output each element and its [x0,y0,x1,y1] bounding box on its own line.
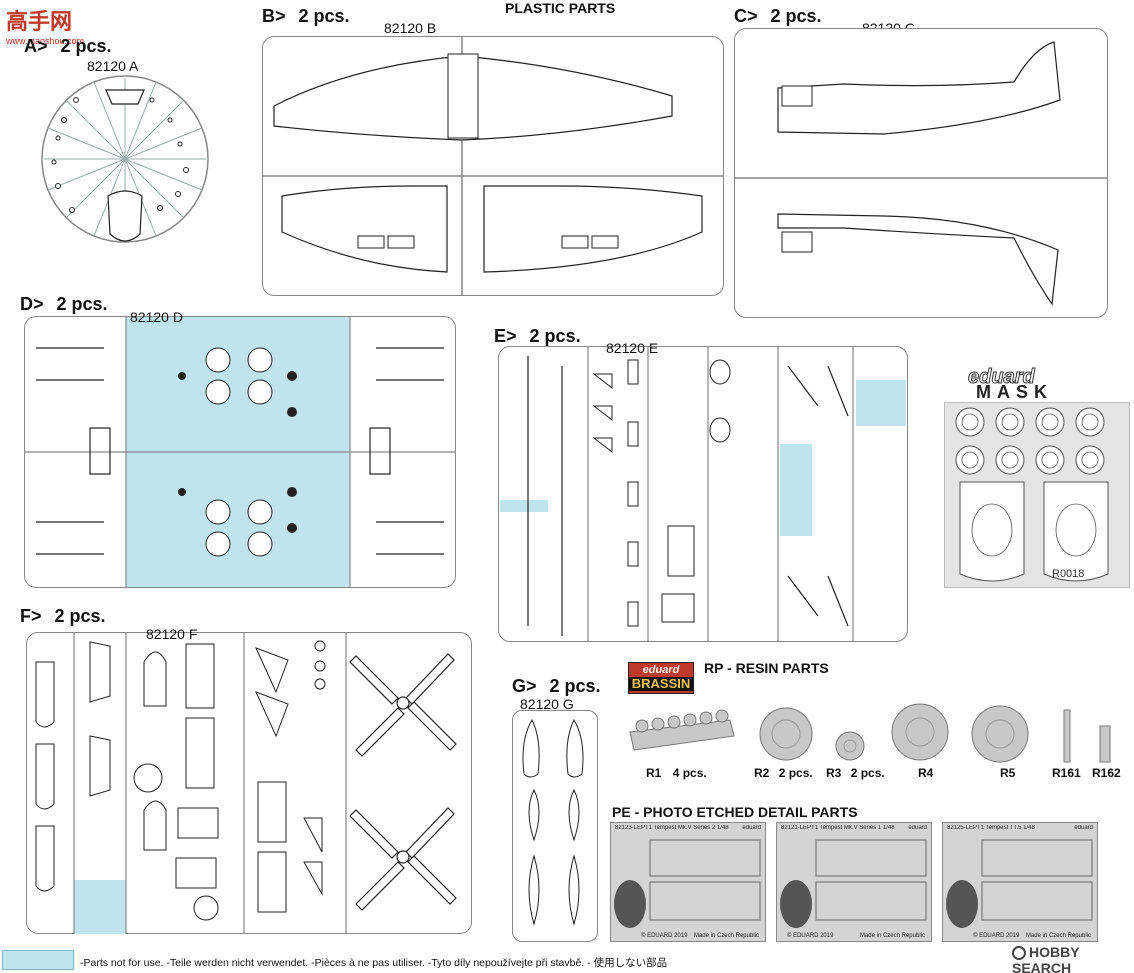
legend-text: -Parts not for use. -Teile werden nicht … [80,957,668,969]
sprue-c-label: C> 2 pcs. [734,6,822,27]
sprue-a-drawing [41,75,209,243]
sprue-d-code: 82120 D [130,309,183,325]
pe-fret-2-footer-right: Made in Czech Republic [859,933,925,939]
mask-title: MASK [976,382,1053,402]
watermark-logo: 高手网 www.maoshou.com [6,4,84,46]
sprue-e-drawing [527,346,854,642]
resin-r4: R4 [918,766,934,780]
mask-brand: eduard [968,366,1036,389]
sprue-d-letter: D> [20,294,44,314]
resin-r5: R5 [1000,766,1016,780]
pe-fret-2-footer-left: © EDUARD 2019 [787,933,834,939]
pe-fret-2-title: 82121-LEPT1 Tempest Mk.V Series 1 1/48 e… [781,825,927,831]
resin-r161: R161 [1052,766,1081,780]
pe-fret-1-brand: eduard [742,825,761,831]
pe-fret-3-brand: eduard [1074,825,1093,831]
footer-brand-text: HOBBY SEARCH [1012,944,1080,973]
sprue-e-unused-highlight-1 [780,444,812,536]
pe-frets-detail [614,839,1093,928]
resin-r162: R162 [1092,766,1121,780]
sprue-c-drawing [734,41,1108,306]
sprue-d-drawing [24,316,456,588]
sprue-e-label: E> 2 pcs. [494,326,581,347]
pe-fret-3-footer-right: Made in Czech Republic [1025,933,1091,939]
sprue-f-letter: F> [20,606,42,626]
sprue-g-drawing [522,718,584,926]
sprue-b-code: 82120 B [384,20,437,36]
mask-drawing [955,407,1109,582]
resin-r3-id: R3 [826,766,842,780]
resin-r1-id: R1 [646,766,662,780]
pe-fret-3-footer-left: © EDUARD 2019 [973,933,1020,939]
sprue-b-label: B> 2 pcs. [262,6,350,27]
resin-r2: R2 2 pcs. [754,766,813,780]
sprue-a-label: A> 2 pcs. [24,36,112,57]
mask-code: R0018 [1052,568,1085,580]
resin-r3-qty: 2 pcs. [850,766,885,780]
sprue-c-qty: 2 pcs. [770,6,822,26]
sprue-e-unused-highlight-3 [500,500,548,512]
pe-fret-1-title-text: 82123-LEPT1 Tempest Mk.V Series 2 1/48 [615,825,729,831]
sprue-e-qty: 2 pcs. [529,326,581,346]
resin-r3: R3 2 pcs. [826,766,885,780]
watermark-chars: 高手网 [6,10,73,35]
pe-fret-1-footer-right: Made in Czech Republic [693,933,759,939]
sprue-e-code: 82120 E [606,340,659,356]
sprue-c-letter: C> [734,6,758,26]
pe-fret-3-title: 82125-LEPT1 Tempest TT.5 1/48 eduard [947,825,1093,831]
sprue-d-label: D> 2 pcs. [20,294,108,315]
sprue-b-letter: B> [262,6,286,26]
sprue-f-drawing [35,632,457,934]
plastic-parts-heading: PLASTIC PARTS [505,0,616,16]
resin-parts-drawing [629,703,1111,763]
pe-fret-1-title: 82123-LEPT1 Tempest Mk.V Series 2 1/48 e… [615,825,761,831]
sprue-a-qty: 2 pcs. [60,36,112,56]
resin-r1: R1 4 pcs. [646,766,707,780]
pe-fret-3-title-text: 82125-LEPT1 Tempest TT.5 1/48 [947,825,1035,831]
watermark-url: www.maoshou.com [6,36,85,46]
resin-r1-qty: 4 pcs. [672,766,707,780]
sprue-g-letter: G> [512,676,537,696]
sprue-e-letter: E> [494,326,517,346]
footer-brand: HOBBY SEARCH [1012,944,1134,973]
pe-heading: PE - PHOTO ETCHED DETAIL PARTS [612,804,858,820]
pe-fret-2-title-text: 82121-LEPT1 Tempest Mk.V Series 1 1/48 [781,825,895,831]
sprue-g-qty: 2 pcs. [549,676,601,696]
hobby-search-icon [1012,946,1026,961]
pe-fret-1-footer-left: © EDUARD 2019 [641,933,688,939]
resin-r2-id: R2 [754,766,770,780]
brassin-logo-bottom: BRASSIN [629,677,693,691]
sprue-d-qty: 2 pcs. [56,294,108,314]
sprue-b-qty: 2 pcs. [298,6,350,26]
brassin-logo: eduard BRASSIN [628,662,694,694]
sprue-e-unused-highlight-2 [856,380,906,426]
pe-fret-2-brand: eduard [908,825,927,831]
sprue-f-qty: 2 pcs. [54,606,106,626]
sprue-a-letter: A> [24,36,48,56]
sprue-b-drawing [262,36,724,296]
resin-parts-heading: RP - RESIN PARTS [704,660,829,676]
sprue-a-code: 82120 A [87,58,139,74]
resin-r2-qty: 2 pcs. [778,766,813,780]
sprue-g-label: G> 2 pcs. [512,676,601,697]
sprue-f-unused-highlight [74,880,126,934]
brassin-logo-top: eduard [642,664,680,676]
legend-swatch [2,950,74,970]
sprue-f-code: 82120 F [146,626,198,642]
sprue-f-label: F> 2 pcs. [20,606,106,627]
sprue-g-code: 82120 G [520,696,574,712]
